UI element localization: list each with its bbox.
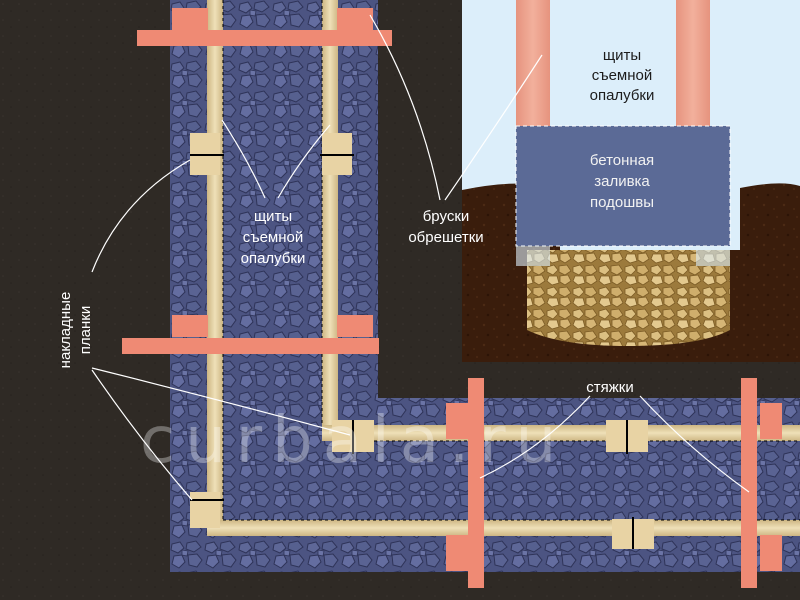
inset-concrete-line2: заливка [594, 173, 650, 190]
inset-left-panel [516, 0, 550, 126]
inset-crushed-stone [527, 250, 730, 346]
batten-block [337, 8, 373, 30]
batten-block [446, 403, 468, 439]
batten-block [172, 8, 208, 30]
inset-panels-line2: съемной [592, 67, 653, 84]
leader-line [479, 395, 591, 479]
tie-bar [137, 30, 392, 46]
inset-panels-line3: опалубки [590, 87, 655, 104]
leader-line [221, 119, 266, 199]
leader-line [91, 369, 193, 501]
tie-bar [468, 378, 484, 588]
leader-lines [91, 14, 750, 501]
watermark: curbala.ru [140, 404, 566, 478]
cover-strip [190, 492, 220, 528]
main-panels-line3: опалубки [241, 250, 306, 267]
inset-right-panel [676, 0, 710, 126]
leader-line [277, 124, 331, 199]
inset-right-step [696, 246, 730, 266]
leader-line [369, 14, 441, 201]
inset-concrete [515, 125, 731, 247]
battens-label-line2: обрешетки [408, 229, 483, 246]
inset-left-step [516, 246, 550, 266]
leader-line [91, 367, 351, 436]
cover-strips [190, 133, 654, 549]
batten-block [446, 535, 468, 571]
inset-concrete-line3: подошвы [590, 194, 654, 211]
leader-line [91, 159, 191, 273]
cover-strips-line2: планки [77, 306, 94, 354]
ties-label: стяжки [586, 379, 633, 396]
cross-section-inset: щиты съемной опалубки бетонная заливка п… [462, 0, 800, 362]
left-inner-panel [322, 0, 338, 440]
cover-strips-line1: накладные [57, 292, 74, 369]
tie-bar [741, 378, 757, 588]
inset-concrete-line1: бетонная [590, 152, 654, 169]
batten-block [172, 315, 208, 337]
main-panels-line2: съемной [243, 229, 304, 246]
bottom-outer-panel [207, 520, 800, 536]
batten-block [760, 535, 782, 571]
ties [122, 30, 757, 588]
main-panels-line1: щиты [254, 208, 292, 225]
batten-block [337, 315, 373, 337]
batten-block [760, 403, 782, 439]
battens [172, 8, 782, 571]
cover-strips-label: накладные планки [57, 292, 94, 369]
tie-bar [122, 338, 379, 354]
inset-panels-line1: щиты [603, 47, 641, 64]
leader-line [444, 54, 543, 201]
leader-line [639, 395, 750, 493]
battens-label-line1: бруски [423, 208, 470, 225]
